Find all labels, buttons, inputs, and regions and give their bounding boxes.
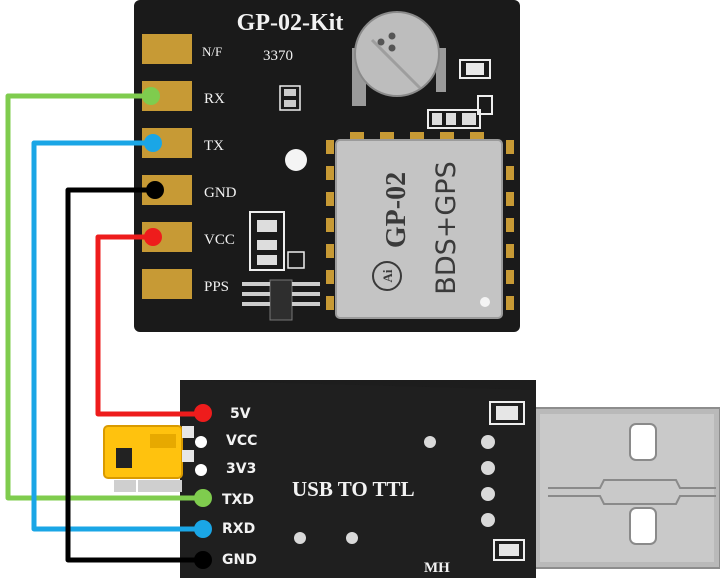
wire-terminals: [142, 87, 212, 569]
ttl-pin-label-gnd: GND: [222, 552, 257, 568]
gps-pin-label-pps: PPS: [204, 279, 229, 295]
wire-rx-txd: [5, 93, 202, 501]
wire-vcc-5v: [95, 234, 202, 417]
gps-pin-label-vcc: VCC: [204, 232, 235, 248]
usb-ttl-title: USB TO TTL: [292, 477, 415, 501]
ai-logo-text: Ai: [380, 269, 395, 282]
terminal-tx: [144, 134, 162, 152]
ttl-pin-label-5v: 5V: [230, 406, 251, 422]
module-subtitle: BDS+GPS: [431, 161, 462, 294]
ai-logo: [372, 261, 402, 291]
wire-gnd-gnd: [65, 187, 202, 563]
pad-nf: [142, 34, 192, 64]
header-pins: [114, 426, 194, 492]
gps-board-code: 3370: [263, 48, 293, 64]
module-castellations: [326, 132, 514, 310]
pad-pps: [142, 269, 192, 299]
terminal-gnd: [146, 181, 164, 199]
smd-components: [242, 59, 493, 321]
terminal-rx: [142, 87, 160, 105]
ttl-pin-label-rxd: RXD: [222, 521, 255, 537]
gps-pin-label-tx: TX: [204, 138, 224, 154]
gps-pin-label-rx: RX: [204, 91, 225, 107]
ttl-pin-label-3v3: 3V3: [226, 461, 256, 477]
coin-battery: [352, 11, 446, 106]
usb-ttl-maker: MH: [424, 560, 450, 576]
gps-pin-label-gnd: GND: [204, 185, 237, 201]
gps-board-title: GP-02-Kit: [237, 10, 344, 36]
terminal-vcc: [144, 228, 162, 246]
terminal-txd: [194, 489, 212, 507]
terminal-5v: [194, 404, 212, 422]
ttl-pin-label-txd: TXD: [222, 492, 254, 508]
usb-plug: [531, 407, 720, 569]
yellow-jumper: [103, 425, 183, 479]
gps-pin-label-nf: N/F: [202, 44, 222, 59]
pin-dot-3v3: [195, 464, 207, 476]
wire-tx-rxd: [31, 140, 202, 532]
module-name: GP-02: [381, 172, 412, 248]
terminal-rxd: [194, 520, 212, 538]
wires: [5, 93, 202, 563]
pin-dot-vcc: [195, 436, 207, 448]
gp02-module: GP-02 BDS+GPS Ai: [335, 139, 503, 319]
gps-board: GP-02-Kit 3370 N/F RX TX GND VCC PPS: [134, 0, 520, 332]
usb-ttl-adapter: 5V VCC 3V3 TXD RXD GND USB TO TTL MH: [103, 380, 720, 578]
pin1-marker: [480, 297, 490, 307]
ttl-pin-label-vcc: VCC: [226, 433, 257, 449]
terminal-gnd2: [194, 551, 212, 569]
board-components: [294, 401, 525, 561]
